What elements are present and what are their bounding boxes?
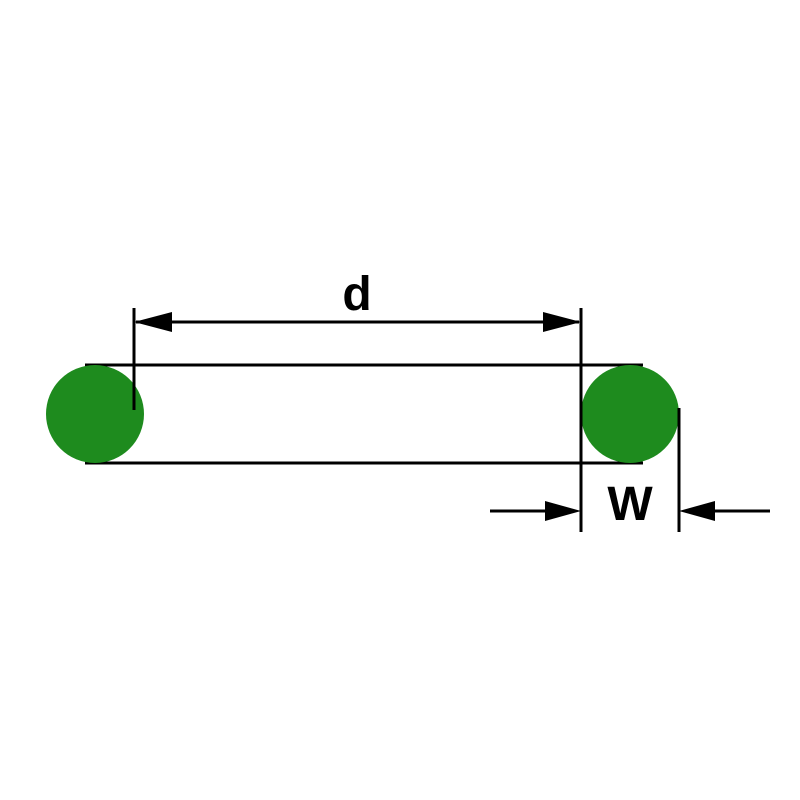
w-arrowhead-left-icon xyxy=(545,501,581,521)
w-arrowhead-right-icon xyxy=(679,501,715,521)
w-dimension-label: W xyxy=(607,478,653,531)
d-arrowhead-left-icon xyxy=(134,312,172,332)
d-dimension-label: d xyxy=(342,268,371,321)
left-ring-cross-section xyxy=(46,365,144,463)
right-ring-cross-section xyxy=(581,365,679,463)
d-arrowhead-right-icon xyxy=(543,312,581,332)
